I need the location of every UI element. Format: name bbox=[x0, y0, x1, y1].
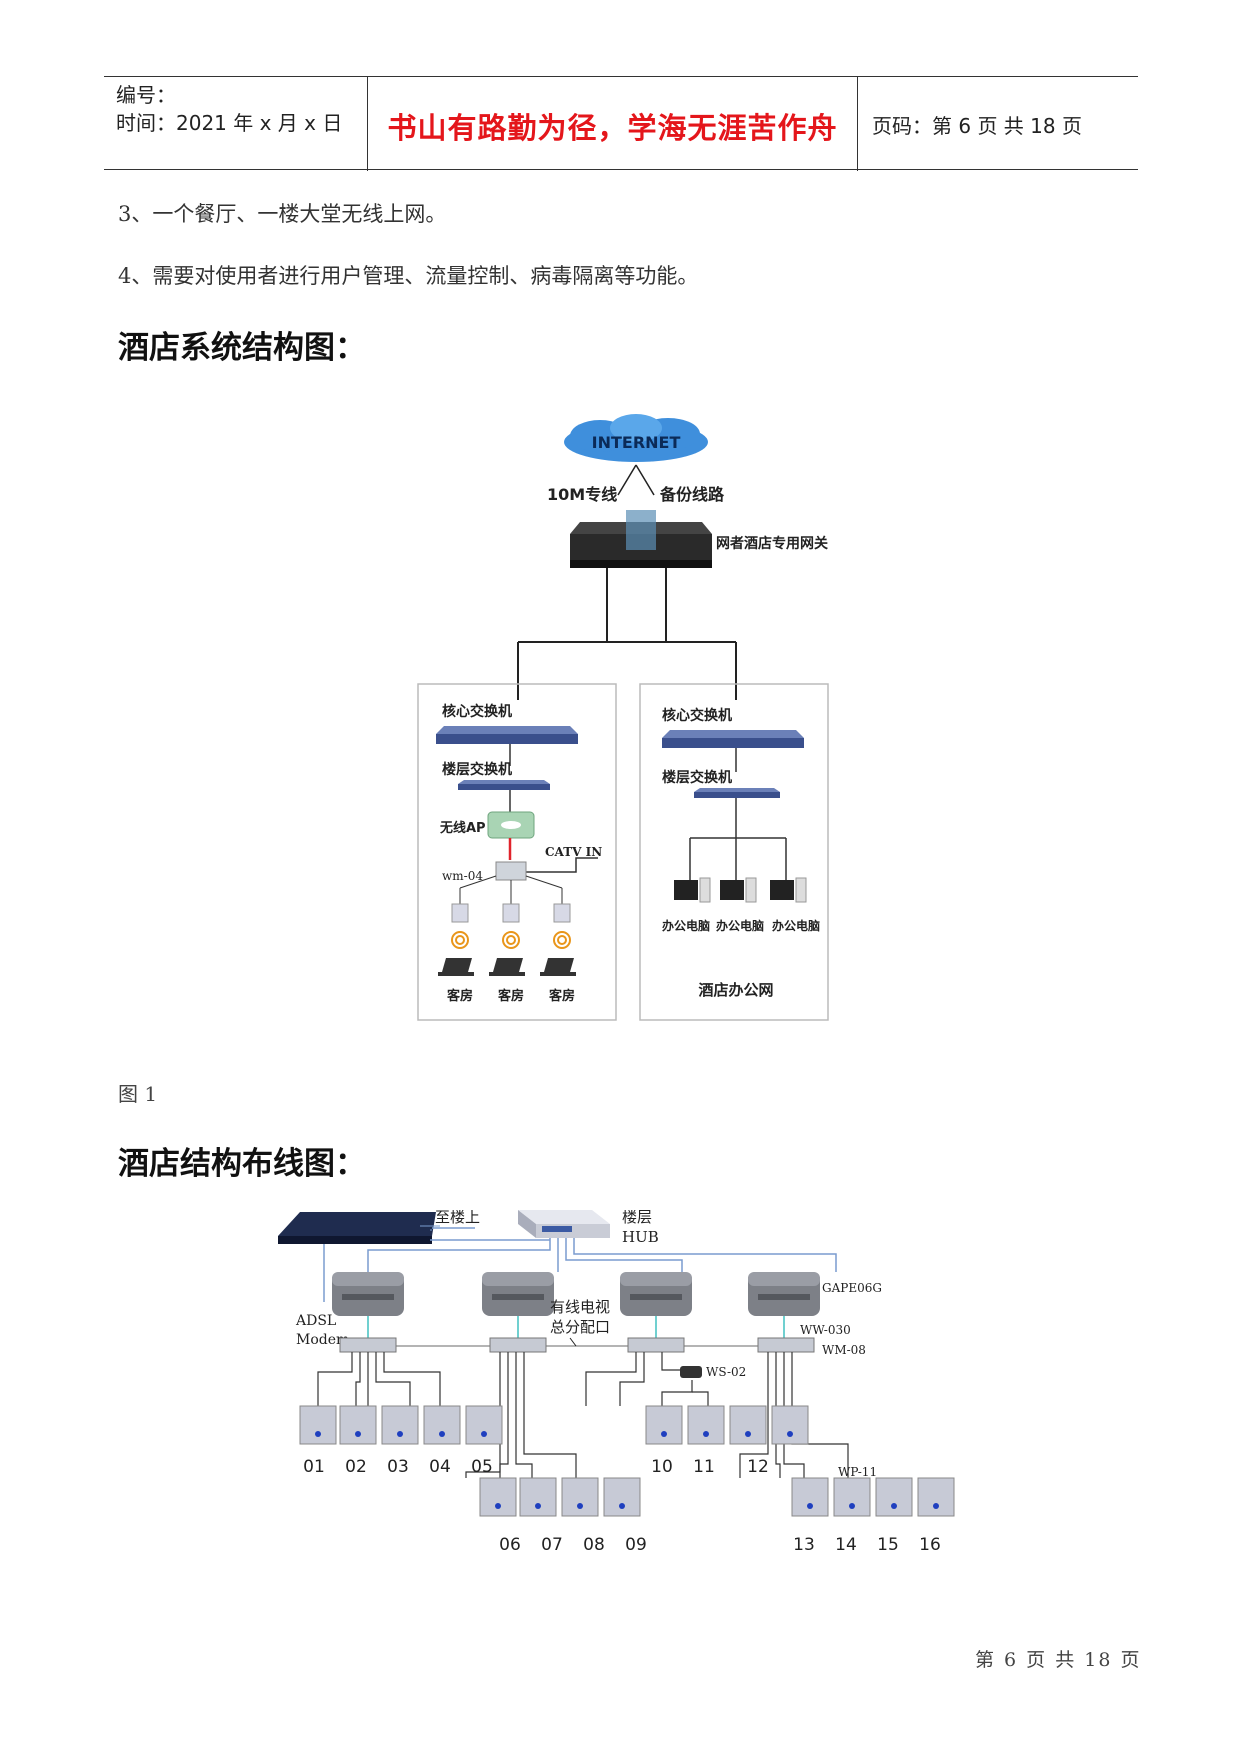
wm08-label: WM-08 bbox=[822, 1343, 866, 1357]
guest-network-box bbox=[417, 683, 617, 1021]
wm04-label: wm-04 bbox=[442, 869, 483, 883]
wireless-ap-icon bbox=[332, 1272, 820, 1316]
gateway-server-icon bbox=[570, 510, 712, 568]
wall-outlet-icon bbox=[299, 1405, 955, 1517]
left-floor-switch-label: 楼层交换机 bbox=[442, 761, 512, 778]
outlet-number: 07 bbox=[541, 1535, 563, 1555]
internet-label: INTERNET bbox=[592, 433, 681, 452]
document-code-label: 编号： bbox=[116, 83, 176, 107]
page-footer: 第 6 页 共 18 页 bbox=[975, 1649, 1142, 1671]
guest-laptop-icon bbox=[438, 958, 576, 976]
outlet-number: 02 bbox=[345, 1457, 367, 1477]
office-pc-label: 办公电脑 bbox=[772, 918, 820, 933]
right-core-switch-icon bbox=[662, 730, 804, 748]
backup-link-label: 备份线路 bbox=[659, 485, 725, 504]
wifi-signal-icon bbox=[451, 931, 571, 949]
office-network-box bbox=[639, 683, 829, 1021]
primary-link-label: 10M专线 bbox=[547, 485, 617, 504]
floor-hub-icon bbox=[518, 1210, 610, 1238]
gateway-label: 网者酒店专用网关 bbox=[716, 535, 828, 552]
header-page-cell: 页码：第 6 页 共 18 页 bbox=[858, 77, 1138, 171]
figure-caption: 图 1 bbox=[118, 1082, 158, 1106]
page-header: 编号： 时间：2021 年 x 月 x 日 书山有路勤为径，学海无涯苦作舟 页码… bbox=[104, 76, 1138, 171]
adsl-modem-rack-icon bbox=[278, 1212, 436, 1244]
wm04-splitter-icon bbox=[495, 861, 527, 881]
floor-hub-label-2: HUB bbox=[622, 1228, 659, 1246]
office-pc-label: 办公电脑 bbox=[662, 918, 710, 933]
office-pc-icon bbox=[674, 877, 807, 903]
document-time-label: 时间：2021 年 x 月 x 日 bbox=[116, 111, 343, 135]
section-heading-system-structure: 酒店系统结构图： bbox=[118, 330, 366, 366]
outlet-number: 04 bbox=[429, 1457, 451, 1477]
header-motto: 书山有路勤为径，学海无涯苦作舟 bbox=[387, 111, 838, 145]
wp11-label: WP-11 bbox=[838, 1465, 877, 1479]
outlet-number: 13 bbox=[793, 1535, 815, 1555]
left-core-switch-label: 核心交换机 bbox=[442, 703, 512, 720]
guest-wifi-outlet-icon bbox=[451, 903, 571, 923]
office-network-label: 酒店办公网 bbox=[698, 981, 773, 999]
outlet-number: 16 bbox=[919, 1535, 941, 1555]
right-core-switch-label: 核心交换机 bbox=[662, 707, 732, 724]
system-structure-diagram: INTERNET 10M专线 备份线路 网者酒店专用网关 核心交换机 楼层交换机… bbox=[400, 410, 840, 1030]
outlet-number: 11 bbox=[693, 1457, 715, 1477]
guest-room-label: 客房 bbox=[498, 988, 524, 1004]
internet-cloud-icon bbox=[564, 414, 708, 462]
catv-distribution-label: 有线电视 bbox=[550, 1298, 610, 1316]
outlet-number: 10 bbox=[651, 1457, 673, 1477]
outlet-number: 14 bbox=[835, 1535, 857, 1555]
requirement-item-4: 4、需要对使用者进行用户管理、流量控制、病毒隔离等功能。 bbox=[118, 264, 699, 288]
outlet-number: 06 bbox=[499, 1535, 521, 1555]
wireless-ap-icon bbox=[487, 811, 535, 839]
guest-room-label: 客房 bbox=[447, 988, 473, 1004]
right-floor-switch-icon bbox=[694, 788, 780, 798]
outlet-number: 12 bbox=[747, 1457, 769, 1477]
right-floor-switch-label: 楼层交换机 bbox=[662, 769, 732, 786]
outlet-number: 15 bbox=[877, 1535, 899, 1555]
left-floor-switch-icon bbox=[458, 780, 550, 790]
requirement-item-3: 3、一个餐厅、一楼大堂无线上网。 bbox=[118, 202, 447, 226]
header-page-number: 页码：第 6 页 共 18 页 bbox=[872, 114, 1082, 138]
left-core-switch-icon bbox=[436, 726, 578, 744]
outlet-number: 08 bbox=[583, 1535, 605, 1555]
gape06g-label: GAPE06G bbox=[822, 1281, 882, 1295]
outlet-number: 05 bbox=[471, 1457, 493, 1477]
outlet-number: 09 bbox=[625, 1535, 647, 1555]
guest-room-label: 客房 bbox=[549, 988, 575, 1004]
header-motto-cell: 书山有路勤为径，学海无涯苦作舟 bbox=[368, 77, 858, 171]
upstairs-label: 至楼上 bbox=[435, 1210, 480, 1226]
outlet-number: 01 bbox=[303, 1457, 325, 1477]
catv-in-label: CATV IN bbox=[545, 845, 602, 859]
office-pc-label: 办公电脑 bbox=[716, 918, 764, 933]
ws02-splitter-icon bbox=[680, 1366, 702, 1378]
adsl-modem-label-2: Modem bbox=[296, 1332, 349, 1348]
wireless-ap-label: 无线AP bbox=[439, 820, 486, 836]
wm08-splitter-icon bbox=[339, 1337, 815, 1353]
cabling-diagram: 至楼上 ADSL Modem 楼层 HUB GAPE06G 有线电视 总分配口 … bbox=[270, 1208, 990, 1630]
floor-hub-label: 楼层 bbox=[622, 1210, 652, 1226]
ws02-label: WS-02 bbox=[706, 1365, 746, 1379]
header-meta-cell: 编号： 时间：2021 年 x 月 x 日 bbox=[104, 77, 368, 171]
outlet-number: 03 bbox=[387, 1457, 409, 1477]
section-heading-cabling: 酒店结构布线图： bbox=[118, 1146, 366, 1182]
adsl-modem-label: ADSL bbox=[295, 1313, 336, 1329]
catv-distribution-label-2: 总分配口 bbox=[550, 1318, 610, 1336]
ww030-label: WW-030 bbox=[800, 1323, 851, 1337]
